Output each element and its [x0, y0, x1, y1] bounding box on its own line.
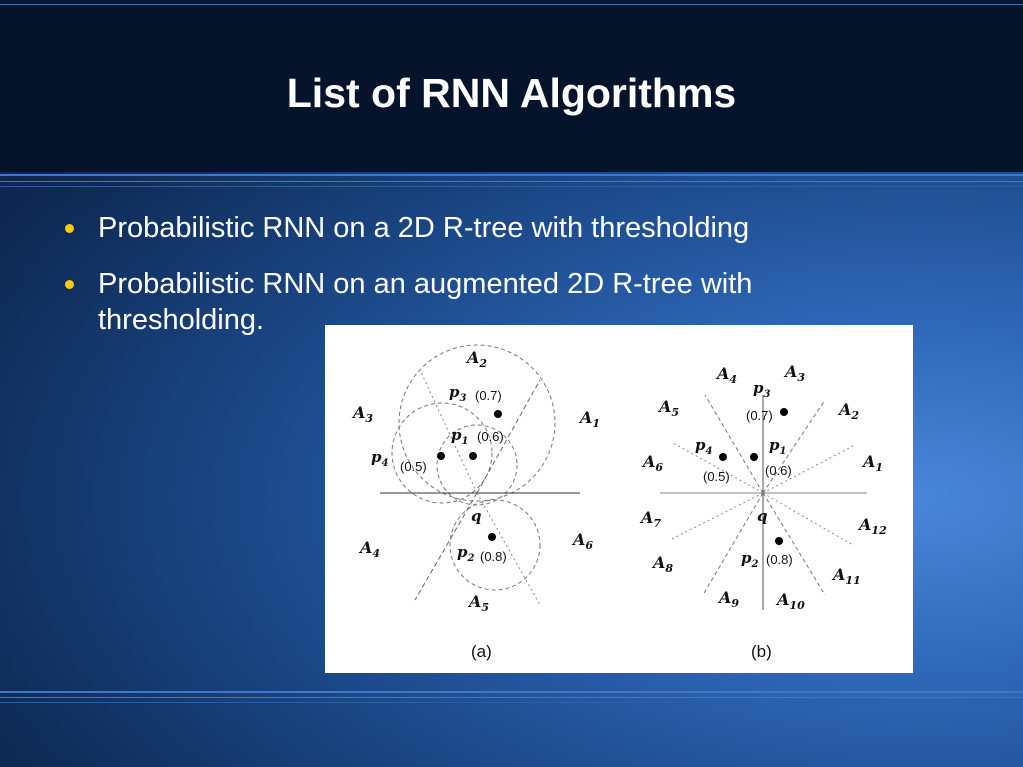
region-label: A4	[715, 364, 737, 386]
point-label: p4	[371, 448, 389, 469]
probability-label: (0.8)	[766, 552, 793, 567]
probability-label: (0.8)	[480, 549, 507, 564]
probability-label: (0.7)	[475, 388, 502, 403]
panel-b: A4 A3 A5 A2 A6 A1 A7 A12 A8 A11 A9 A10 p…	[639, 362, 887, 661]
circle-line	[391, 402, 493, 504]
bullet-item: Probabilistic RNN on a 2D R-tree with th…	[62, 210, 892, 246]
panel-a: A2 A1 A3 A4 A6 A5 p3 (0.7) p1 (0.6) p4 (…	[351, 344, 600, 661]
probability-label: (0.6)	[477, 429, 504, 444]
slide-title: List of RNN Algorithms	[286, 70, 737, 116]
point-marker	[719, 453, 727, 461]
point-marker	[437, 452, 445, 460]
probability-label: (0.6)	[765, 463, 792, 478]
region-label: A3	[351, 403, 373, 425]
circle-line	[449, 499, 541, 591]
bullet-item: Probabilistic RNN on an augmented 2D R-t…	[62, 266, 892, 338]
header-top-rule	[0, 4, 1023, 5]
region-label: A4	[358, 538, 380, 560]
circle-line	[398, 344, 556, 502]
region-label: A8	[651, 553, 673, 575]
bisector-line	[414, 492, 478, 601]
query-label: q	[471, 507, 482, 525]
point-label: p3	[753, 379, 771, 400]
region-label: A11	[831, 565, 861, 587]
region-label: A6	[571, 530, 593, 552]
bullet-text: Probabilistic RNN on a 2D R-tree with th…	[98, 212, 750, 244]
region-label: A12	[857, 515, 887, 537]
region-label: A7	[639, 508, 661, 530]
region-label: A2	[837, 400, 859, 422]
title-bar: List of RNN Algorithms	[0, 0, 1023, 172]
probability-label: (0.5)	[703, 469, 730, 484]
point-marker	[750, 453, 758, 461]
bisector-line	[702, 492, 764, 596]
region-label: A2	[465, 348, 487, 370]
point-marker	[488, 533, 496, 541]
footer-divider	[0, 691, 1023, 693]
region-label: A9	[717, 588, 739, 610]
bullet-text: Probabilistic RNN on an augmented 2D R-t…	[98, 268, 753, 336]
point-label: p2	[457, 543, 475, 564]
circle-line	[436, 424, 518, 506]
point-label: p1	[451, 426, 468, 447]
region-label: A5	[657, 397, 679, 419]
bisector-line	[762, 399, 826, 494]
panel-caption: (b)	[751, 642, 772, 661]
region-label: A1	[578, 408, 600, 430]
point-label: p2	[741, 549, 759, 570]
bullet-icon	[65, 280, 74, 289]
rnn-diagram: A2 A1 A3 A4 A6 A5 p3 (0.7) p1 (0.6) p4 (…	[351, 344, 887, 661]
header-divider	[0, 181, 1023, 182]
header-divider	[0, 174, 1023, 176]
point-label: p4	[695, 436, 713, 457]
region-label: A10	[775, 590, 805, 612]
point-marker	[780, 408, 788, 416]
bisector-line	[672, 442, 764, 494]
bisector-line	[762, 492, 826, 596]
panel-caption: (a)	[471, 642, 492, 661]
point-label: p3	[449, 383, 467, 404]
header-divider	[0, 186, 1023, 187]
probability-label: (0.5)	[400, 459, 427, 474]
bullet-list: Probabilistic RNN on a 2D R-tree with th…	[62, 210, 892, 358]
region-label: A1	[861, 452, 883, 474]
point-label: p1	[769, 436, 786, 457]
bisector-line	[669, 492, 764, 541]
rnn-figure: A2 A1 A3 A4 A6 A5 p3 (0.7) p1 (0.6) p4 (…	[325, 325, 913, 673]
footer-divider	[0, 697, 1023, 698]
point-marker	[775, 537, 783, 545]
region-label: A3	[783, 362, 805, 384]
query-label: q	[757, 507, 768, 525]
bisector-line	[762, 444, 856, 494]
bisector-line	[704, 394, 764, 494]
region-label: A6	[641, 452, 663, 474]
probability-label: (0.7)	[746, 408, 773, 423]
bisector-line	[476, 492, 541, 606]
bisector-line	[476, 379, 541, 494]
point-marker	[494, 410, 502, 418]
region-label: A5	[467, 592, 489, 614]
point-marker	[469, 452, 477, 460]
bisector-line	[762, 492, 854, 546]
footer-divider	[0, 702, 1023, 703]
bullet-icon	[65, 224, 74, 233]
